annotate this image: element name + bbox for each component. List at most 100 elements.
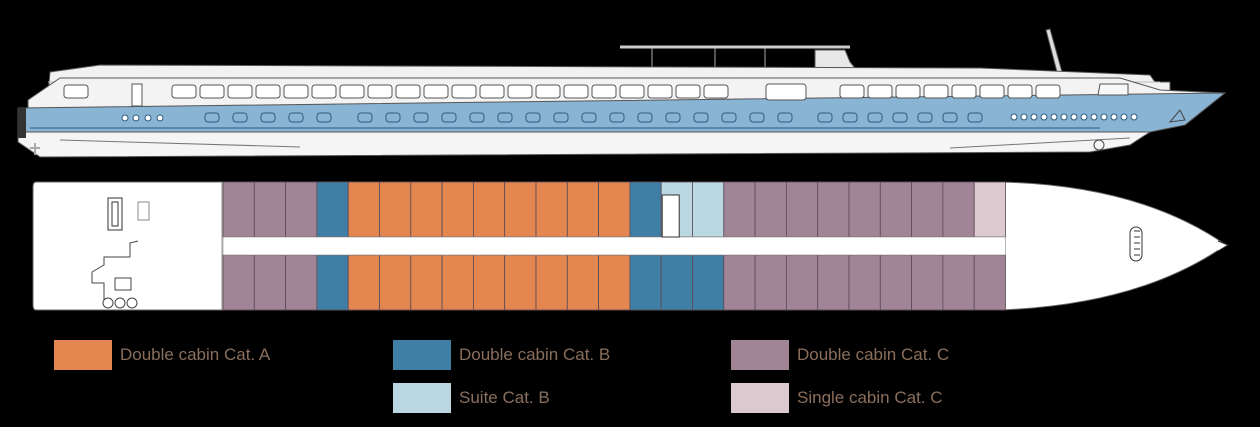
cabin-window (316, 112, 332, 123)
legend-label-cat-c: Double cabin Cat. C (797, 345, 950, 364)
cabin-window (232, 112, 248, 123)
porthole (1050, 113, 1058, 121)
cabin-top-cat_c (911, 181, 944, 238)
cabin-top-cat_a (566, 181, 599, 238)
cabin-bottom-cat_c (942, 254, 975, 311)
cabin-top-single_c (973, 181, 1006, 238)
cabin-bottom-cat_a (598, 254, 631, 311)
ship-side-view (17, 28, 1227, 158)
cabin-top-cat_a (504, 181, 537, 238)
cabin-window (817, 112, 833, 123)
cabin-bottom-cat_c (253, 254, 287, 311)
window (923, 84, 949, 99)
cabin-top-cat_c (222, 181, 255, 238)
stern-fixture (114, 297, 126, 309)
cabin-bottom-cat_c (817, 254, 850, 311)
cabin-bottom-cat_b (629, 254, 662, 311)
cabin-bottom-cat_c (754, 254, 787, 311)
window (311, 84, 337, 99)
cabin-window (497, 112, 513, 123)
window (507, 84, 533, 99)
porthole (1010, 113, 1018, 121)
cabin-top-cat_a (441, 181, 474, 238)
cabin-window (665, 112, 681, 123)
cabin-window (525, 112, 541, 123)
cabin-window (867, 112, 883, 123)
cabin-top-cat_b (316, 181, 349, 238)
window (563, 84, 589, 99)
bow-deckhouse (1097, 83, 1129, 96)
cabin-window (288, 112, 304, 123)
rudder-symbol (30, 143, 40, 155)
stern-room (114, 277, 132, 291)
porthole (1060, 113, 1068, 121)
bow-tip (1217, 240, 1230, 252)
cabin-top-cat_c (786, 181, 819, 238)
cabin-top-cat_c (285, 181, 318, 238)
cabin-window (777, 112, 793, 123)
cabin-top-cat_c (942, 181, 975, 238)
window (979, 84, 1005, 99)
porthole (1120, 113, 1128, 121)
cabin-window (842, 112, 858, 123)
cabin-bottom-cat_a (472, 254, 506, 311)
cabin-top-cat_c (253, 181, 287, 238)
cabin-bottom-cat_c (879, 254, 912, 311)
cabin-window (204, 112, 220, 123)
window (703, 84, 729, 99)
cabin-bottom-cat_b (692, 254, 725, 311)
corridor (222, 236, 1006, 256)
deck-plan-top-view (32, 181, 1230, 311)
cabin-bottom-cat_b (660, 254, 693, 311)
window (535, 84, 561, 99)
cabin-window (553, 112, 569, 123)
cabin-window (942, 112, 958, 123)
porthole (156, 114, 164, 122)
door (131, 83, 143, 107)
cabin-top-cat_c (879, 181, 912, 238)
window (367, 84, 393, 99)
cabin-bottom-cat_a (504, 254, 537, 311)
cabin-bottom-cat_c (285, 254, 318, 311)
cabin-bottom-cat_c (723, 254, 756, 311)
cabin-bottom-cat_a (347, 254, 380, 311)
legend-swatch-cat-b (393, 340, 451, 370)
cabin-window (441, 112, 457, 123)
window (171, 84, 197, 99)
cabin-window (385, 112, 401, 123)
porthole (132, 114, 140, 122)
cabin-bottom-cat_b (316, 254, 349, 311)
bow-winch (1129, 226, 1143, 262)
cabin-bottom-cat_a (410, 254, 443, 311)
cabin-bottom-cat_a (441, 254, 474, 311)
cabin-top-cat_c (848, 181, 881, 238)
bow-winch-lines (1134, 230, 1140, 256)
legend-label-cat-a: Double cabin Cat. A (120, 345, 271, 364)
window (63, 84, 89, 99)
window (395, 84, 421, 99)
porthole (1020, 113, 1028, 121)
window (283, 84, 309, 99)
cabin-top-cat_c (723, 181, 756, 238)
porthole (1100, 113, 1108, 121)
porthole (1030, 113, 1038, 121)
legend-swatch-suite-b (393, 383, 451, 413)
window (1035, 84, 1061, 99)
cabin-top-cat_a (379, 181, 412, 238)
window (339, 84, 365, 99)
cabin-window (693, 112, 709, 123)
antenna-mast (1045, 28, 1063, 73)
window (647, 84, 673, 99)
window (227, 84, 253, 99)
legend-swatch-cat-a (54, 340, 112, 370)
window (451, 84, 477, 99)
porthole (144, 114, 152, 122)
porthole (1070, 113, 1078, 121)
window (895, 84, 921, 99)
cabin-bottom-cat_a (379, 254, 412, 311)
cabin-bottom-cat_c (973, 254, 1006, 311)
window (255, 84, 281, 99)
stairwell-inner (111, 201, 119, 227)
cabin-top-cat_a (472, 181, 506, 238)
